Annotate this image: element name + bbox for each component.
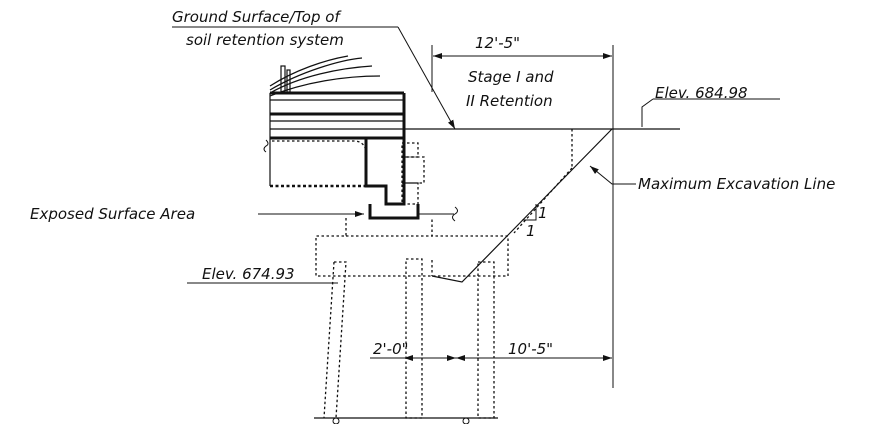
- elevation-bottom: Elev. 674.93: [187, 265, 338, 284]
- elev-bottom-label: Elev. 674.93: [202, 265, 295, 283]
- break-symbol-left: [263, 139, 269, 153]
- elevation-top: Elev. 684.98: [641, 84, 780, 127]
- elev-top-label: Elev. 684.98: [655, 84, 748, 102]
- ground-surface-label-line2: soil retention system: [186, 31, 344, 49]
- footing-cap: [368, 204, 420, 220]
- abutment-step-profile: [364, 138, 406, 206]
- bearing-block-2: [401, 156, 425, 184]
- bearing-block-3: [401, 182, 419, 205]
- elev-top-leader: [641, 98, 654, 127]
- abutment-structure: [263, 55, 425, 220]
- rail-curve-1: [269, 65, 373, 94]
- dim-left-label: 2'-0": [373, 340, 409, 358]
- ground-surface-label-line1: Ground Surface/Top of: [172, 8, 342, 26]
- slope-run-label: 1: [526, 222, 536, 240]
- max-excavation-leader: [589, 165, 636, 185]
- break-symbol-right: [452, 206, 458, 222]
- ground-surface-label: Ground Surface/Top of soil retention sys…: [172, 8, 456, 130]
- battered-pile-left-edge: [323, 261, 335, 419]
- footing-outline: [315, 218, 509, 277]
- max-excavation-label: Maximum Excavation Line: [589, 165, 835, 193]
- slope-hidden-line: [513, 167, 573, 234]
- slope-indicator: 1 1: [522, 204, 548, 240]
- rail-post-2: [286, 69, 291, 93]
- max-excavation-line: [431, 128, 613, 283]
- dim-right-label: 10'-5": [508, 340, 553, 358]
- excavation: [431, 128, 613, 283]
- stage-label-line2: II Retention: [466, 92, 553, 110]
- rail-curve-3: [269, 57, 363, 91]
- vertical-pile-2: [477, 261, 495, 419]
- pile-tip-2: [462, 417, 470, 424]
- ground-surface-leader: [397, 26, 456, 130]
- bottom-dimensions: 2'-0" 10'-5": [370, 340, 612, 361]
- exposed-surface-label: Exposed Surface Area: [30, 205, 458, 223]
- beam-hidden-line: [272, 140, 367, 186]
- max-excavation-text: Maximum Excavation Line: [638, 175, 835, 193]
- pile-tip-1: [332, 417, 340, 424]
- rail-curve-4: [269, 55, 349, 87]
- stage-label-line1: Stage I and: [468, 68, 554, 86]
- exposed-surface-text: Exposed Surface Area: [30, 205, 195, 223]
- footing: [315, 218, 509, 277]
- vertical-pile-1: [405, 258, 423, 419]
- battered-pile-right-edge: [334, 261, 347, 419]
- top-dimension: 12'-5" Stage I and II Retention: [431, 34, 614, 388]
- slope-triangle: [522, 204, 537, 221]
- piles: [314, 258, 498, 424]
- slope-rise-label: 1: [538, 204, 548, 222]
- dim-top-label: 12'-5": [475, 34, 520, 52]
